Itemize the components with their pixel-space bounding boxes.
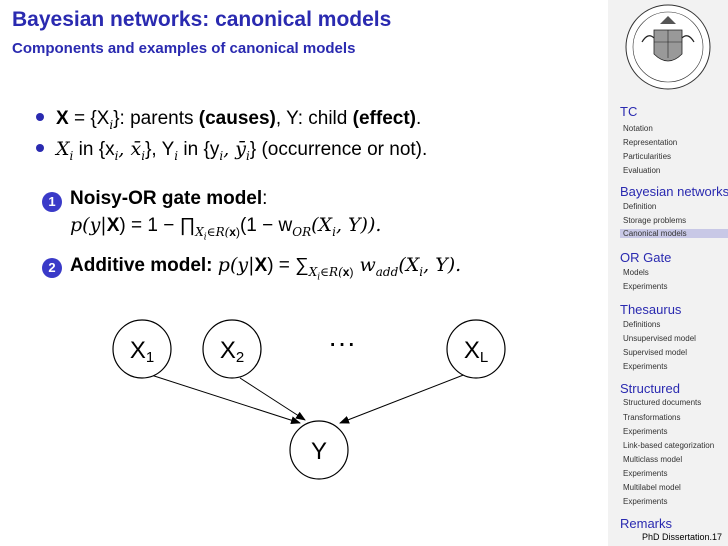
sidebar-item-unsupervised-model[interactable]: Unsupervised model [623, 334, 696, 343]
model-noisy-or-formula: p(y|X) = 1 − ∏Xi∈R(x)(1 − wOR(Xi, Y)). [70, 214, 382, 243]
bayesian-network-diagram: X1 X2 ··· XL Y [112, 319, 506, 480]
svg-text:X2: X2 [220, 337, 244, 366]
sidebar-item-experiments[interactable]: Experiments [623, 282, 668, 291]
sidebar-section-or-gate[interactable]: OR Gate [620, 250, 672, 265]
svg-text:Y: Y [311, 438, 327, 465]
sidebar-item-supervised-model[interactable]: Supervised model [623, 348, 688, 357]
sidebar-section-tc[interactable]: TC [620, 104, 638, 119]
sidebar-item-transformations[interactable]: Transformations [623, 413, 681, 422]
edge-x1-y [147, 373, 301, 425]
university-crest-logo [625, 4, 711, 90]
sidebar-section-remarks[interactable]: Remarks [620, 516, 673, 531]
sidebar-item-representation[interactable]: Representation [623, 138, 678, 147]
ellipsis: ··· [328, 327, 356, 358]
sidebar-item-experiments[interactable]: Experiments [623, 362, 668, 371]
sidebar-item-link-based-categorization[interactable]: Link-based categorization [623, 441, 715, 450]
slide-title: Bayesian networks: canonical models [12, 8, 392, 31]
sidebar-section-bayesian-networks[interactable]: Bayesian networks [620, 184, 728, 199]
slide-header: Bayesian networks: canonical models Comp… [0, 0, 608, 70]
svg-text:XL: XL [464, 337, 488, 366]
model-noisy-or-name: Noisy-OR gate model: [70, 188, 268, 209]
sidebar-item-models[interactable]: Models [623, 268, 649, 277]
node-y: Y [289, 420, 349, 480]
sidebar-item-experiments[interactable]: Experiments [623, 469, 668, 478]
bullet-icon [36, 143, 44, 152]
sidebar-item-particularities[interactable]: Particularities [623, 152, 672, 161]
svg-text:X1: X1 [130, 337, 154, 366]
sidebar-item-definition[interactable]: Definition [623, 202, 657, 211]
model-number-badge: 1 [42, 192, 62, 212]
sidebar-item-notation[interactable]: Notation [623, 124, 653, 133]
sidebar-item-evaluation[interactable]: Evaluation [623, 166, 661, 175]
sidebar-section-thesaurus[interactable]: Thesaurus [620, 302, 682, 317]
sidebar-item-canonical-models[interactable]: Canonical models [620, 229, 728, 238]
page-footer: PhD Dissertation.17 [641, 532, 722, 542]
sidebar-item-structured-documents[interactable]: Structured documents [623, 398, 702, 407]
node-x2: X2 [202, 319, 262, 379]
model-number-badge: 2 [42, 258, 62, 278]
sidebar-section-structured[interactable]: Structured [620, 381, 680, 396]
bullet-occurrence: Xi in {xi, x̄i}, Yi in {yi, ȳi} (occurre… [36, 138, 427, 163]
edge-x2-y [239, 377, 306, 421]
model-additive: Additive model: p(y|X) = ∑Xi∈R(x) wadd(X… [70, 254, 462, 283]
node-x1: X1 [112, 319, 172, 379]
bullet-parents-child: X = {Xi}: parents (causes), Y: child (ef… [36, 108, 421, 132]
sidebar-item-definitions[interactable]: Definitions [623, 320, 661, 329]
slide-subtitle: Components and examples of canonical mod… [12, 40, 356, 57]
sidebar-item-storage-problems[interactable]: Storage problems [623, 216, 687, 225]
sidebar-item-multilabel-model[interactable]: Multilabel model [623, 483, 681, 492]
sidebar-item-experiments[interactable]: Experiments [623, 427, 668, 436]
bullet-icon [36, 112, 44, 121]
sidebar-item-experiments[interactable]: Experiments [623, 497, 668, 506]
sidebar-item-multiclass-model[interactable]: Multiclass model [623, 455, 683, 464]
navigation-sidebar: TC Notation Representation Particulariti… [608, 0, 728, 546]
node-xl: XL [446, 319, 506, 379]
edge-xl-y [339, 373, 467, 424]
